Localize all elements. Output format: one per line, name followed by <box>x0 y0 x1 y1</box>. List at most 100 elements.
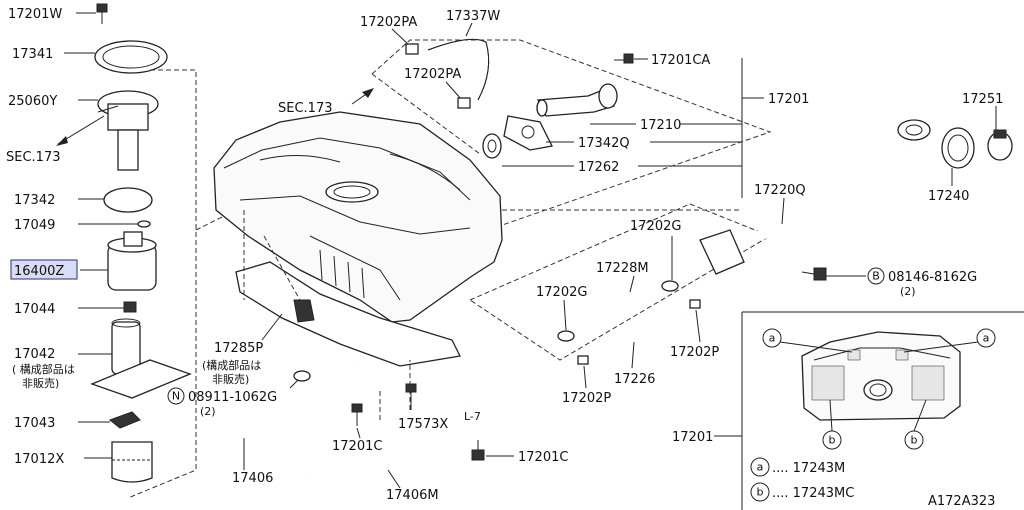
bolt-08146-icon <box>801 267 827 281</box>
lock-ring-17341-icon <box>94 40 168 74</box>
strap-17406-icon <box>215 365 358 434</box>
label-17201CA[interactable]: 17201CA <box>651 53 710 68</box>
bolt-17201CA-icon <box>614 53 634 64</box>
label-17285P-note2: 非販売) <box>212 373 249 386</box>
tag-b-left: b <box>829 434 836 447</box>
label-17202PA-top[interactable]: 17202PA <box>360 15 417 30</box>
label-17201-bottom[interactable]: 17201 <box>672 430 713 445</box>
o-ring-17049-icon <box>137 220 151 228</box>
fuel-cap-17251-icon <box>987 129 1013 161</box>
label-17251[interactable]: 17251 <box>962 92 1003 107</box>
bolt-17201C-b-icon <box>471 440 485 461</box>
clip-17043-icon <box>108 411 141 429</box>
label-17285P[interactable]: 17285P <box>214 341 263 356</box>
label-17240[interactable]: 17240 <box>928 189 969 204</box>
label-17044[interactable]: 17044 <box>14 302 55 317</box>
grommet-17262-icon <box>482 133 502 159</box>
clamp-17202PA-icon <box>405 43 419 55</box>
nut-08911-icon <box>293 370 311 382</box>
label-17201C-a[interactable]: 17201C <box>332 439 382 454</box>
highlight-16400Z <box>10 259 78 280</box>
pump-bracket-icon <box>90 359 192 399</box>
legend-a-text: .... 17243M <box>772 461 845 476</box>
label-17202G-b[interactable]: 17202G <box>536 285 587 300</box>
clamp-17202G-a-icon <box>661 280 679 292</box>
label-17337W[interactable]: 17337W <box>446 9 500 24</box>
tag-a-left-icon <box>762 328 782 348</box>
label-25060Y[interactable]: 25060Y <box>8 94 57 109</box>
clamp-17202P-b-icon <box>577 355 589 365</box>
bolt-17573X-icon <box>405 383 417 410</box>
legend-tag-a: a <box>757 461 764 474</box>
strap-17406M-icon <box>305 401 468 490</box>
label-08911-qty: (2) <box>200 405 216 418</box>
label-17406[interactable]: 17406 <box>232 471 273 486</box>
legend-tag-b: b <box>757 486 764 499</box>
label-17262[interactable]: 17262 <box>578 160 619 175</box>
legend-tag-b-icon <box>750 482 770 502</box>
label-08146[interactable]: 08146-8162G <box>888 270 977 285</box>
label-17042-note2: 非販売) <box>22 377 59 390</box>
fuel-tank-icon <box>213 111 503 323</box>
label-17043[interactable]: 17043 <box>14 416 55 431</box>
label-17201-top[interactable]: 17201 <box>768 92 809 107</box>
label-17220Q[interactable]: 17220Q <box>754 183 806 198</box>
label-17042-note1: ( 構成部品は <box>12 362 75 376</box>
arrow-icon <box>56 136 68 146</box>
label-17202P-a[interactable]: 17202P <box>670 345 719 360</box>
diagram-id: A172A323 <box>928 494 995 509</box>
label-sec173-mid[interactable]: SEC.173 <box>278 101 333 116</box>
label-17202G-a[interactable]: 17202G <box>630 219 681 234</box>
filler-ring-17240-icon <box>941 127 975 169</box>
strap-end-mark: L-7 <box>464 410 481 423</box>
label-17202PA-mid[interactable]: 17202PA <box>404 67 461 82</box>
label-17012X[interactable]: 17012X <box>14 452 64 467</box>
clamp-17202PA-2-icon <box>457 97 471 109</box>
pipe-17210-icon <box>536 83 618 117</box>
label-16400Z[interactable]: 16400Z <box>14 264 64 279</box>
label-17285P-note1: (構成部品は <box>202 358 261 372</box>
clamp-17202P-a-icon <box>689 299 701 309</box>
label-08911[interactable]: 08911-1062G <box>188 390 277 405</box>
reservoir-17012X-icon <box>111 441 153 483</box>
label-17210[interactable]: 17210 <box>640 118 681 133</box>
label-17341[interactable]: 17341 <box>12 47 53 62</box>
tag-a-right: a <box>983 332 990 345</box>
label-17573X[interactable]: 17573X <box>398 417 448 432</box>
tag-B: B <box>872 270 880 283</box>
inset-tank-icon <box>801 331 961 421</box>
tag-N-icon <box>167 387 185 405</box>
heat-shield-17285P-icon <box>235 261 461 367</box>
label-17342[interactable]: 17342 <box>14 193 55 208</box>
filler-tube-17220Q-icon <box>699 119 931 275</box>
inset-panel <box>741 311 1024 510</box>
tag-B-icon <box>867 267 885 285</box>
gasket-17342-icon <box>103 187 153 213</box>
label-17342Q[interactable]: 17342Q <box>578 136 630 151</box>
tag-b-right: b <box>911 434 918 447</box>
gasket-17342Q-icon <box>503 115 553 151</box>
fuel-filter-16400Z-icon <box>107 231 157 291</box>
tag-a-left: a <box>769 332 776 345</box>
clamp-17202G-b-icon <box>557 330 575 342</box>
hose-17337W-icon <box>427 38 490 101</box>
legend-b-text: .... 17243MC <box>772 486 854 501</box>
label-17226[interactable]: 17226 <box>614 372 655 387</box>
label-17202P-b[interactable]: 17202P <box>562 391 611 406</box>
hose-17228M-icon <box>580 272 677 335</box>
label-17201W[interactable]: 17201W <box>8 7 62 22</box>
screen-17044-icon <box>123 301 137 313</box>
label-sec173-left[interactable]: SEC.173 <box>6 150 61 165</box>
hose-17226-icon <box>594 311 689 354</box>
legend-tag-a-icon <box>750 457 770 477</box>
label-17042[interactable]: 17042 <box>14 347 55 362</box>
label-17228M[interactable]: 17228M <box>596 261 649 276</box>
label-17049[interactable]: 17049 <box>14 218 55 233</box>
tag-a-right-icon <box>976 328 996 348</box>
arrow-mid-icon <box>362 88 374 98</box>
label-17406M[interactable]: 17406M <box>386 488 439 503</box>
bolt-17201C-a-icon <box>351 403 363 426</box>
label-08146-qty: (2) <box>900 285 916 298</box>
fuel-sender-25060Y-icon <box>97 90 159 171</box>
label-17201C-b[interactable]: 17201C <box>518 450 568 465</box>
